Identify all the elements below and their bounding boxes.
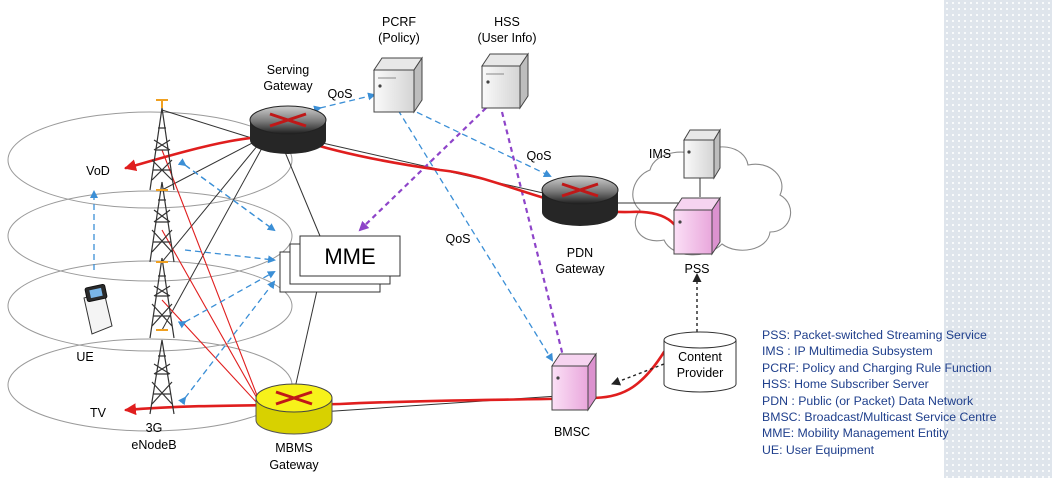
tower-icon — [149, 99, 175, 191]
vod-label: VoD — [86, 164, 110, 178]
legend-item: PDN : Public (or Packet) Data Network — [762, 393, 974, 408]
legend-item: HSS: Home Subscriber Server — [762, 377, 929, 392]
cell-coverage-areas — [7, 111, 293, 432]
legend-item: MME: Mobility Management Entity — [762, 426, 949, 441]
bmsc-label: BMSC — [554, 425, 590, 439]
legend-item: PSS: Packet-switched Streaming Service — [762, 328, 987, 342]
content-provider-label-2: Provider — [677, 366, 724, 380]
legend-item: BMSC: Broadcast/Multicast Service Centre — [762, 410, 997, 425]
dotted-side-panel — [944, 0, 1052, 478]
enodeb-label-2: eNodeB — [131, 438, 176, 452]
mbms-gateway-label-1: MBMS — [275, 441, 313, 455]
qos-label-pcrf-bmsc: QoS — [445, 232, 470, 246]
mbms-gateway-router-icon[interactable] — [255, 383, 333, 435]
tower-icon — [149, 181, 175, 263]
core-links — [161, 109, 701, 413]
control-signalling-arrows — [90, 92, 554, 406]
ims-label: IMS — [649, 147, 671, 161]
pcrf-title: PCRF — [382, 15, 416, 29]
legend-item: PCRF: Policy and Charging Rule Function — [762, 360, 992, 375]
enodeb-label-1: 3G — [146, 421, 163, 435]
bmsc-server-icon[interactable] — [551, 352, 597, 412]
ue-label: UE — [76, 350, 93, 364]
tv-label: TV — [90, 406, 107, 420]
serving-gateway-label-2: Gateway — [263, 79, 313, 93]
mbms-gateway-label-2: Gateway — [269, 458, 319, 472]
qos-label-pcrf-pdn: QoS — [526, 149, 551, 163]
tower-icon — [149, 339, 175, 415]
content-feed-arrows — [611, 273, 702, 386]
content-provider-label-1: Content — [678, 350, 722, 364]
legend-item: IMS : IP Multimedia Subsystem — [762, 344, 933, 359]
hss-signalling-arrows — [358, 98, 569, 370]
cell-ellipse-1 — [7, 111, 293, 209]
pdn-gateway-label-1: PDN — [567, 246, 593, 260]
pdn-gateway-router-icon[interactable] — [541, 175, 619, 226]
serving-gateway-label-1: Serving — [267, 63, 309, 77]
hss-title: HSS — [494, 15, 520, 29]
serving-gateway-router-icon[interactable] — [249, 105, 327, 154]
cell-ellipse-2 — [7, 190, 293, 282]
mme-node[interactable] — [279, 235, 401, 293]
enodeb-towers — [149, 99, 175, 415]
pcrf-subtitle: (Policy) — [378, 31, 420, 45]
mme-label: MME — [324, 244, 375, 269]
service-delivery-paths — [124, 135, 688, 416]
pss-server-icon[interactable] — [673, 196, 721, 256]
ims-server-icon[interactable] — [683, 128, 721, 180]
content-provider-database-icon[interactable] — [663, 331, 737, 393]
hss-subtitle: (User Info) — [477, 31, 536, 45]
pdn-gateway-label-2: Gateway — [555, 262, 605, 276]
ue-phone-icon — [83, 283, 113, 335]
pcrf-server-icon[interactable] — [373, 56, 423, 114]
qos-label-serving-pcrf: QoS — [327, 87, 352, 101]
tower-icon — [149, 257, 175, 339]
acronym-legend: PSS: Packet-switched Streaming Service I… — [762, 327, 1052, 458]
legend-item: UE: User Equipment — [762, 442, 875, 457]
hss-server-icon[interactable] — [481, 52, 529, 110]
pss-label: PSS — [684, 262, 709, 276]
